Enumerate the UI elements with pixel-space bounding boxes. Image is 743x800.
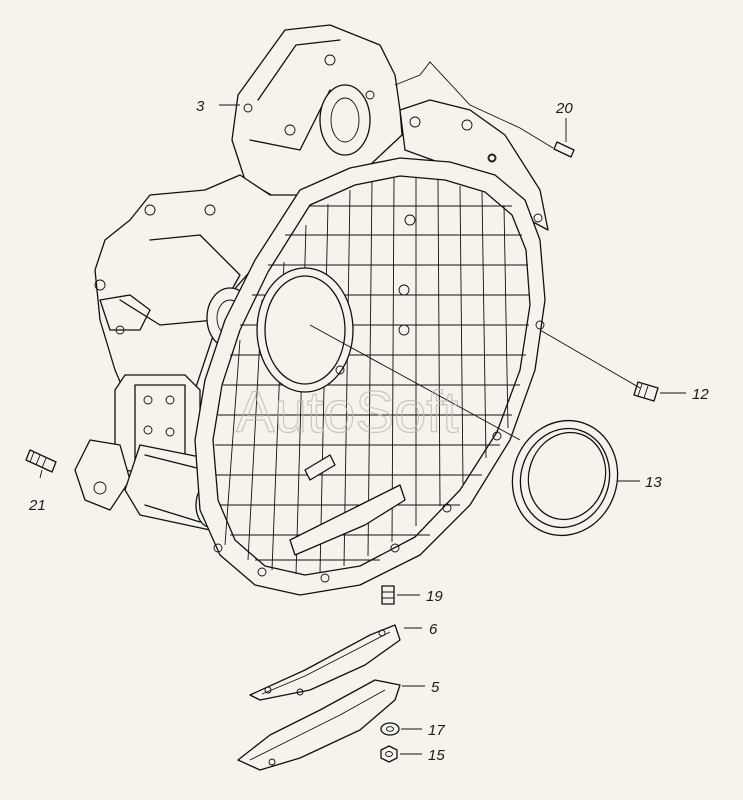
washer-17 bbox=[380, 722, 400, 736]
callout-12: 12 bbox=[692, 386, 709, 403]
callout-labels: 3 20 12 13 21 19 6 5 17 15 bbox=[28, 98, 709, 764]
stud-19 bbox=[381, 585, 395, 605]
callout-17: 17 bbox=[428, 722, 445, 739]
cover-plate bbox=[249, 624, 401, 701]
plug-20 bbox=[553, 141, 575, 158]
leader-lines bbox=[39, 61, 686, 755]
plug-12 bbox=[633, 381, 659, 402]
gasket bbox=[237, 679, 401, 771]
watermark-text: AutoSoft bbox=[236, 380, 458, 445]
callout-21: 21 bbox=[28, 497, 46, 514]
callout-15: 15 bbox=[428, 747, 445, 764]
stud-21 bbox=[25, 449, 57, 473]
callout-19: 19 bbox=[426, 588, 443, 605]
callout-13: 13 bbox=[645, 474, 662, 491]
crankshaft-seal bbox=[511, 419, 619, 537]
callout-5: 5 bbox=[431, 679, 440, 696]
nut-15 bbox=[380, 745, 398, 763]
flywheel-housing bbox=[74, 24, 549, 596]
callout-6: 6 bbox=[429, 621, 438, 638]
callout-3: 3 bbox=[196, 98, 205, 115]
callout-20: 20 bbox=[555, 100, 573, 117]
